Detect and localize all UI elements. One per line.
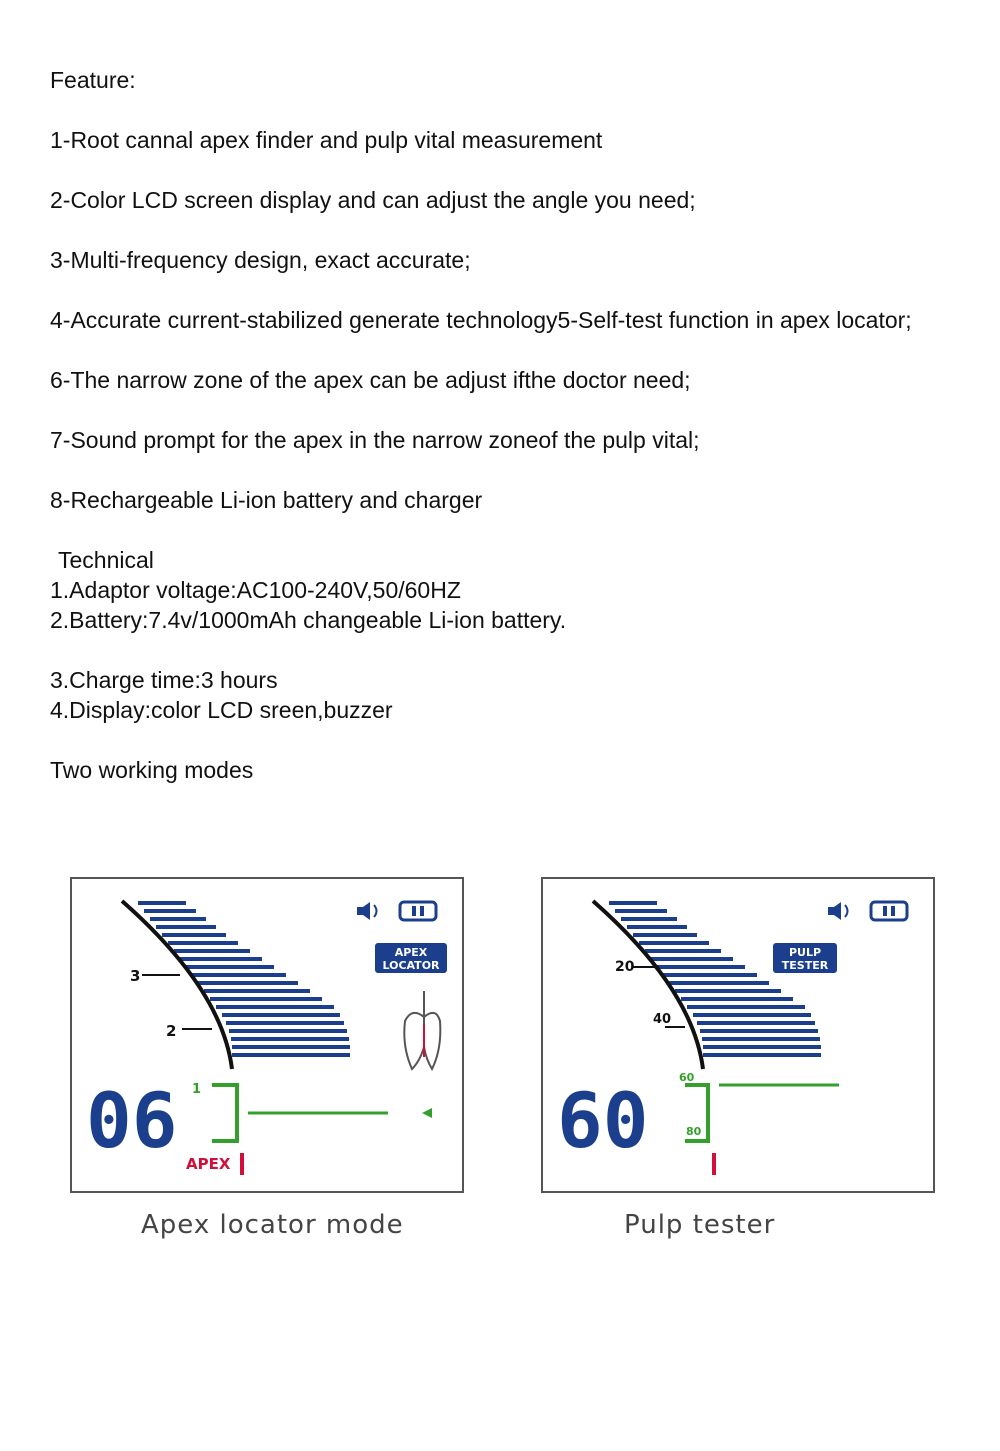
feature-item-7: 7-Sound prompt for the apex in the narro… xyxy=(50,427,700,453)
pulp-mode-badge xyxy=(773,943,837,973)
apex-badge-line1: APEX xyxy=(395,946,428,959)
apex-reading: 06 xyxy=(86,1076,178,1165)
technical-heading: Technical xyxy=(58,547,154,573)
pulp-badge-line1: PULP xyxy=(789,946,821,959)
feature-item-6: 6-The narrow zone of the apex can be adj… xyxy=(50,367,691,393)
apex-zone-bracket xyxy=(212,1083,239,1143)
technical-item-4: 4.Display:color LCD sreen,buzzer xyxy=(50,697,393,723)
feature-item-4: 4-Accurate current-stabilized generate t… xyxy=(50,307,912,333)
apex-mode-caption: Apex locator mode xyxy=(141,1210,404,1240)
feature-item-8: 8-Rechargeable Li-ion battery and charge… xyxy=(50,487,483,513)
apex-badge-line2: LOCATOR xyxy=(382,959,440,972)
pulp-tester-screen: 20 40 60 80 60 PULP TESTER xyxy=(557,899,909,1175)
technical-item-3: 3.Charge time:3 hours xyxy=(50,667,278,693)
feature-heading: Feature: xyxy=(50,67,136,93)
speaker-icon xyxy=(828,902,849,920)
pulp-scale-label-40: 40 xyxy=(653,1012,671,1027)
apex-depth-bars xyxy=(138,901,350,1057)
technical-item-1: 1.Adaptor voltage:AC100-240V,50/60HZ xyxy=(50,577,461,603)
tooth-icon xyxy=(403,991,442,1072)
feature-item-2: 2-Color LCD screen display and can adjus… xyxy=(50,187,696,213)
battery-icon xyxy=(869,900,909,922)
apex-scale-label-3: 3 xyxy=(130,967,140,985)
pulp-reading: 60 xyxy=(557,1076,649,1165)
pulp-scale-label-60: 60 xyxy=(679,1071,695,1084)
pulp-tester-display: 20 40 60 80 60 PULP TESTER xyxy=(541,877,935,1193)
apex-locator-screen: 3 2 1 06 APEX APEX LOCATOR xyxy=(86,899,447,1175)
battery-icon xyxy=(398,900,438,922)
apex-locator-display: 3 2 1 06 APEX APEX LOCATOR xyxy=(70,877,464,1193)
speaker-icon xyxy=(357,902,378,920)
apex-label: APEX xyxy=(186,1155,231,1173)
feature-item-3: 3-Multi-frequency design, exact accurate… xyxy=(50,247,471,273)
pulp-scale-label-80: 80 xyxy=(686,1125,702,1138)
apex-scale-label-1: 1 xyxy=(192,1082,201,1097)
pulp-scale-label-20: 20 xyxy=(615,959,635,975)
apex-pointer-icon xyxy=(422,1108,432,1118)
pulp-depth-bars xyxy=(609,901,821,1057)
modes-heading: Two working modes xyxy=(50,757,254,783)
apex-canal-curve xyxy=(120,899,234,1070)
pulp-mode-caption: Pulp tester xyxy=(624,1210,776,1240)
pulp-badge-line2: TESTER xyxy=(782,959,829,972)
pulp-zone-bracket xyxy=(685,1083,710,1143)
apex-marker xyxy=(240,1153,244,1175)
pulp-apex-marker xyxy=(712,1153,716,1175)
technical-item-2: 2.Battery:7.4v/1000mAh changeable Li-ion… xyxy=(50,607,567,633)
apex-mode-badge xyxy=(375,943,447,973)
apex-scale-label-2: 2 xyxy=(166,1022,176,1040)
pulp-canal-curve xyxy=(591,899,705,1070)
feature-item-1: 1-Root cannal apex finder and pulp vital… xyxy=(50,127,603,153)
